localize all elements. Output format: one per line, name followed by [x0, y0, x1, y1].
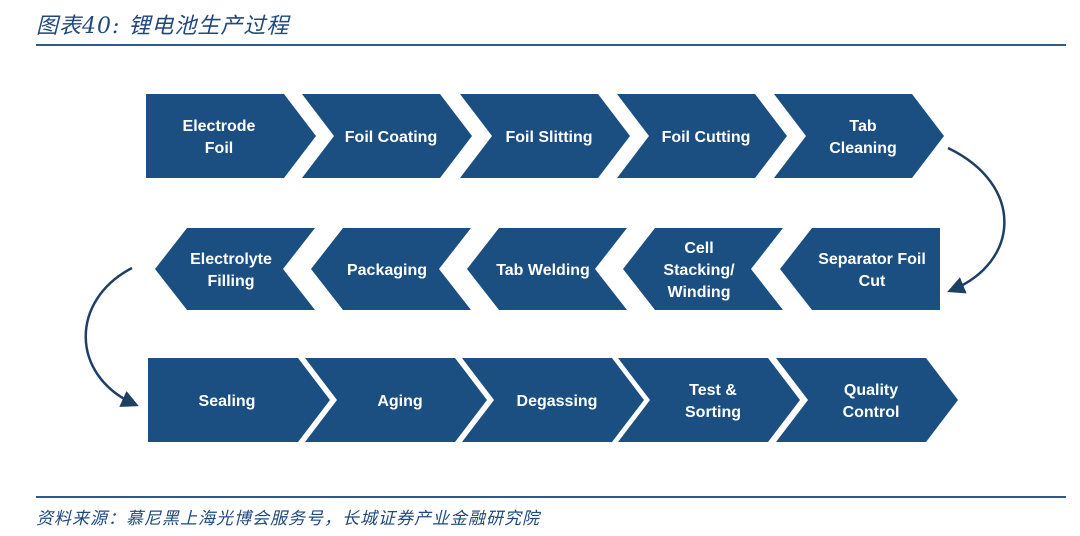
process-step-shape	[460, 94, 630, 178]
process-step-shape	[146, 94, 316, 178]
process-step-shape	[148, 358, 330, 442]
header-rule	[36, 44, 1066, 46]
footer-rule	[36, 496, 1066, 498]
process-step-label: Foil Coating	[345, 129, 437, 146]
connector-arrow-right	[947, 146, 1006, 294]
process-step-shape	[305, 358, 487, 442]
process-step-shape	[618, 358, 800, 442]
process-step-shape	[623, 228, 783, 310]
source-note: 资料来源：慕尼黑上海光博会服务号，长城证券产业金融研究院	[36, 509, 540, 529]
figure-title: 图表40: 锂电池生产过程	[36, 14, 290, 39]
process-step-shape	[467, 228, 627, 310]
process-step-label: Aging	[377, 393, 422, 410]
process-step-shape	[302, 94, 472, 178]
process-step-label: Tab Welding	[496, 262, 590, 279]
process-step-shape	[617, 94, 787, 178]
process-step-label: Foil Slitting	[505, 129, 592, 146]
process-step-label: Sealing	[199, 393, 256, 410]
process-step-label: Packaging	[347, 262, 427, 279]
process-step-shape	[155, 228, 315, 310]
process-step-shape	[311, 228, 471, 310]
process-step-label: Degassing	[517, 393, 598, 410]
process-step-shape	[776, 358, 958, 442]
process-step-shape	[462, 358, 644, 442]
process-step-label: Foil Cutting	[662, 129, 751, 146]
process-step-shape	[774, 94, 944, 178]
connector-arrow-left	[84, 266, 139, 407]
process-step-shape	[780, 228, 940, 310]
process-step-label: Test &Sorting	[685, 382, 741, 421]
